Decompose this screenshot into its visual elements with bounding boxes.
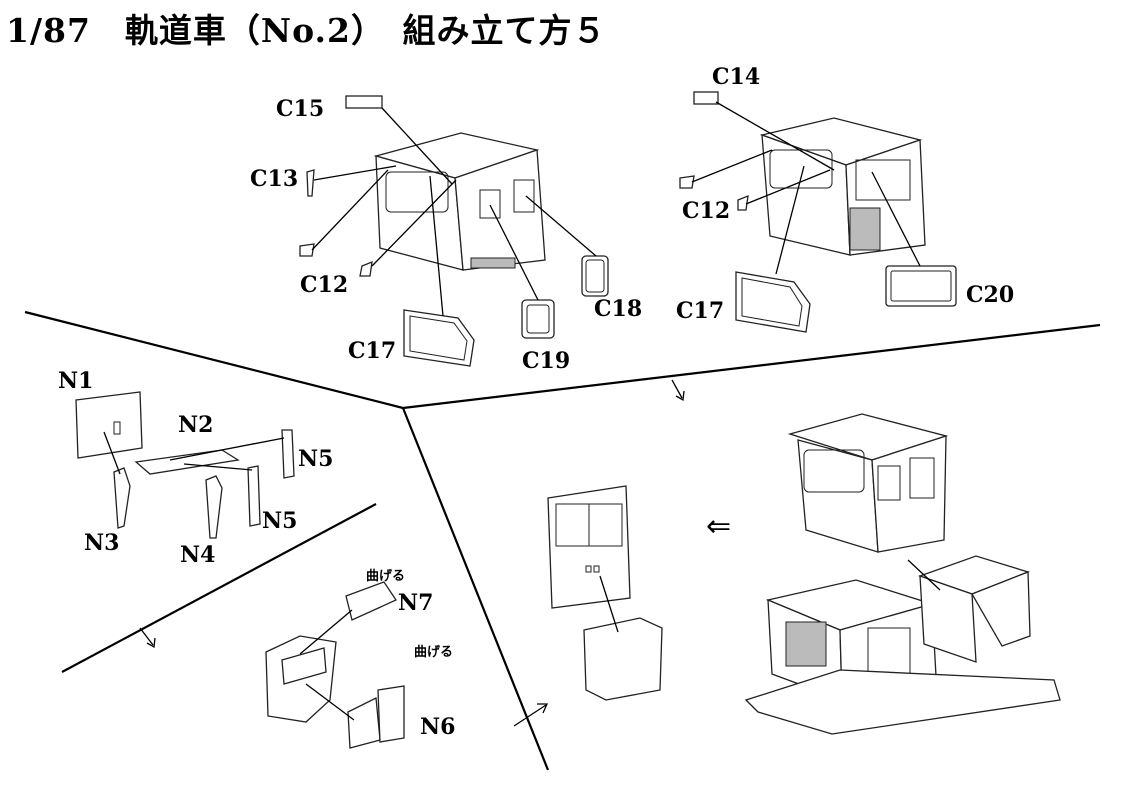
label-c19: C19 <box>522 348 570 374</box>
label-bend-n6: 曲げる <box>414 644 453 660</box>
insert-arrow: ⇐ <box>706 509 731 544</box>
label-c14: C14 <box>712 64 760 90</box>
label-c17: C17 <box>348 338 396 364</box>
label-n4: N4 <box>180 542 215 568</box>
label-c20: C20 <box>966 282 1014 308</box>
label-c12: C12 <box>300 272 348 298</box>
n-parts <box>75 391 295 539</box>
label-n1: N1 <box>58 368 93 394</box>
label-n2: N2 <box>178 412 213 438</box>
label-c12-right: C12 <box>682 198 730 224</box>
cab-right-exploded <box>679 91 957 333</box>
final-assembly <box>547 413 1061 735</box>
label-n5-bottom: N5 <box>262 508 297 534</box>
label-n5-top: N5 <box>298 446 333 472</box>
page-title: 1/87 軌道車（No.2） 組み立て方５ <box>6 11 607 50</box>
label-n7: N7 <box>398 590 433 616</box>
seat-assembly <box>265 581 405 749</box>
label-n6: N6 <box>420 714 455 740</box>
part-labels: C15 C13 C12 C17 C19 C18 C14 C12 C17 C20 … <box>58 64 1014 740</box>
label-n3: N3 <box>84 530 119 556</box>
section-dividers <box>24 310 1101 771</box>
label-c15: C15 <box>276 96 324 122</box>
label-c18: C18 <box>594 296 642 322</box>
cab-left-exploded <box>299 95 609 367</box>
label-bend-n7: 曲げる <box>366 568 405 584</box>
flow-arrows <box>139 379 685 727</box>
label-c17-right: C17 <box>676 298 724 324</box>
label-c13: C13 <box>250 166 298 192</box>
